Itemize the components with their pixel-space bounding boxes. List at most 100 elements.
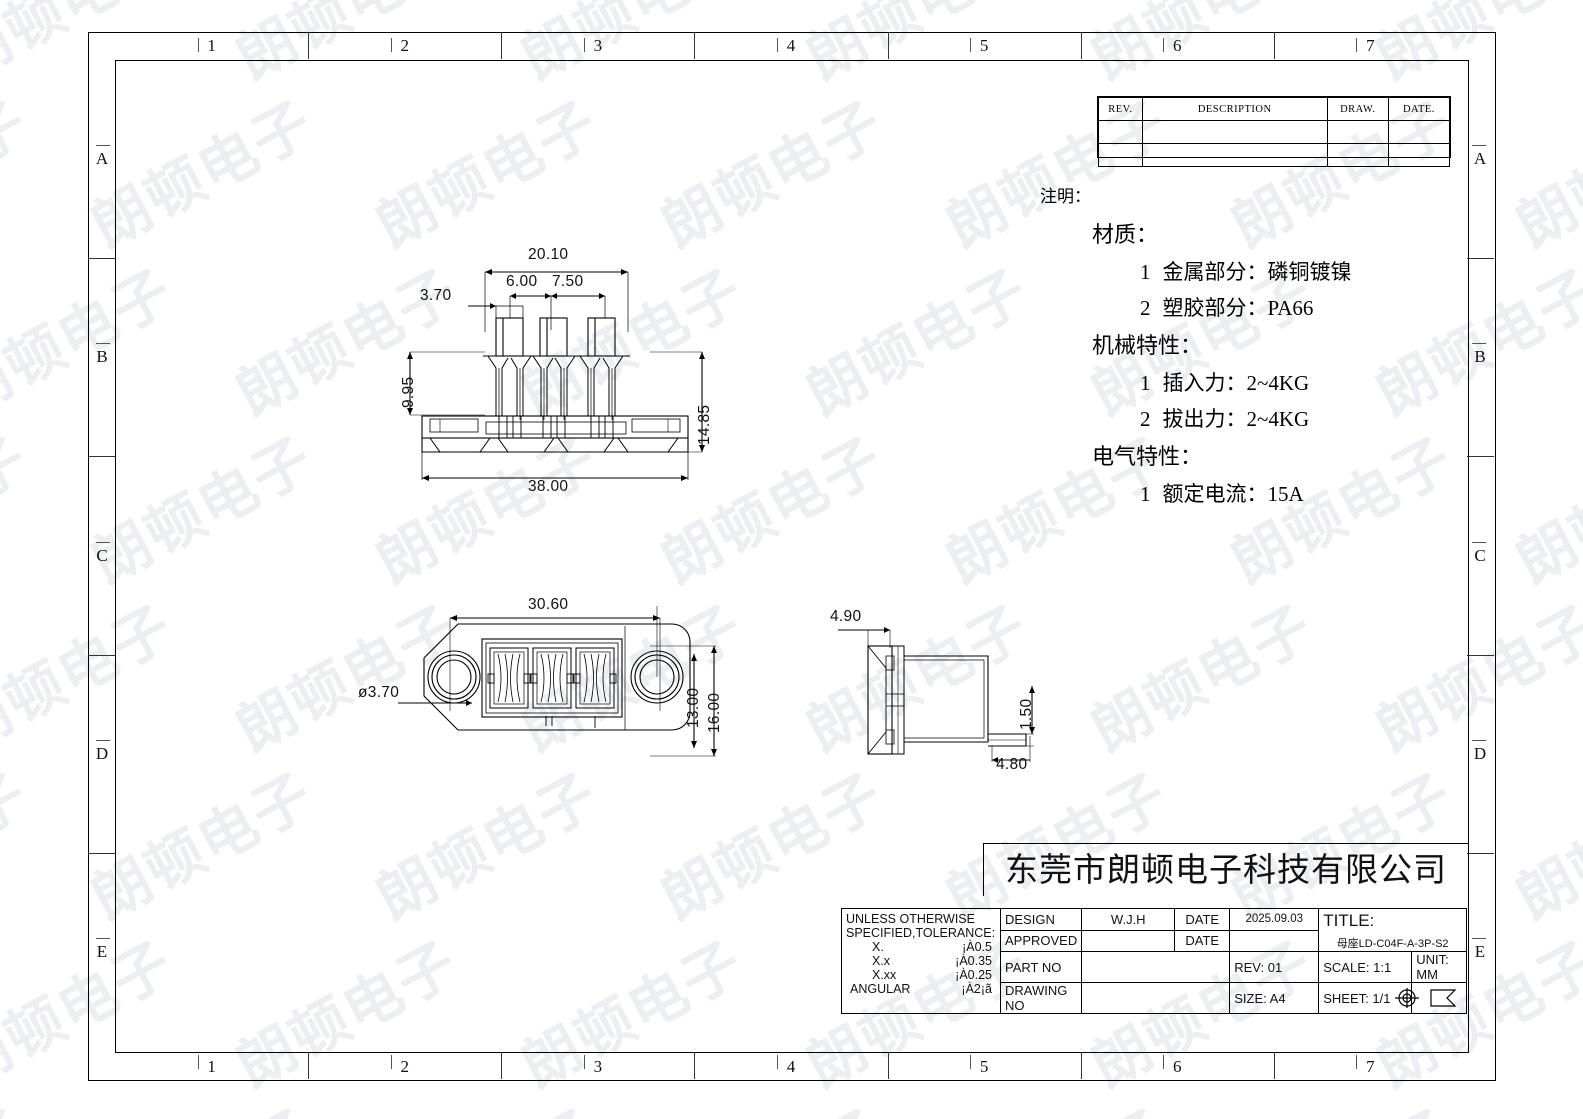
row-label-left-D: D (95, 743, 109, 763)
zone-label-top-3: 3 (593, 36, 603, 55)
title-block-row-3: PART NO REV: 01 SCALE: 1:1 UNIT: MM (842, 951, 1467, 983)
row-divider-right (1467, 852, 1494, 854)
zone-label-bottom-3: 3 (593, 1057, 603, 1076)
front-view: 20.10 6.00 7.50 3.70 9.95 14.85 38.00 (400, 240, 730, 500)
approved-label: APPROVED (999, 929, 1083, 952)
sheet-outer-border (88, 32, 1496, 1081)
zone-tick-bottom (390, 1055, 392, 1069)
zone-tick-bottom (970, 1055, 972, 1069)
row-label-right-C: C (1474, 545, 1486, 565)
notes-item-text: 拔出力：2~4KG (1162, 407, 1310, 431)
zone-divider-bottom (308, 1052, 310, 1079)
revision-cell (1326, 143, 1389, 167)
row-label-right-D: D (1473, 743, 1487, 763)
revision-cell (1326, 120, 1389, 144)
notes-item-text: 插入力：2~4KG (1162, 371, 1310, 395)
zone-divider-top (1080, 32, 1082, 59)
row-label-right-E: E (1474, 941, 1486, 961)
row-tick-right (1472, 937, 1486, 939)
zone-divider-bottom (1080, 1052, 1082, 1079)
row-divider-right (1467, 456, 1494, 458)
plan-dim-body-width: 13.00 (685, 687, 702, 728)
tolerance-row: X.x ¡À0.35 (846, 954, 996, 968)
projection-cell (1395, 982, 1467, 1014)
unit-value: UNIT: MM (1411, 951, 1467, 983)
row-label-left-A: A (95, 149, 109, 169)
row-tick-left (96, 739, 110, 741)
side-dim-tail-height: 1.50 (1018, 698, 1035, 730)
zone-tick-top (390, 38, 392, 52)
side-view: 4.90 1.50 4.80 (820, 608, 1080, 773)
zone-label-bottom-2: 2 (400, 1057, 409, 1076)
tolerance-label: ANGULAR (850, 982, 911, 996)
part-no-label: PART NO (999, 951, 1083, 983)
zone-label-bottom-4: 4 (786, 1057, 796, 1076)
tolerance-value: ¡À0.35 (955, 954, 992, 968)
row-divider-left (88, 258, 115, 260)
design-value: W.J.H (1081, 908, 1176, 931)
zone-label-top-5: 5 (979, 36, 989, 55)
zone-tick-top (197, 38, 199, 52)
design-date-value: 2025.09.03 (1229, 908, 1320, 931)
zone-label-top-2: 2 (400, 36, 409, 55)
zone-tick-top (1163, 38, 1165, 52)
approved-date-value (1229, 929, 1320, 952)
row-label-left-E: E (96, 941, 108, 961)
revision-table: REV. DESCRIPTION DRAW. DATE. (1097, 96, 1451, 167)
row-label-left-C: C (96, 545, 108, 565)
title-label: TITLE: (1323, 911, 1375, 930)
approved-date-label: DATE (1174, 929, 1231, 952)
table-row (1098, 120, 1451, 144)
notes-section-title: 电气特性： (1092, 444, 1203, 469)
row-label-right-B: B (1474, 347, 1486, 367)
revision-header-description: DESCRIPTION (1141, 97, 1328, 121)
notes-item-text: 额定电流：15A (1162, 482, 1304, 506)
plan-view: 30.60 13.00 16.00 ø3.70 (358, 596, 723, 771)
revision-header-rev: REV. (1098, 97, 1143, 121)
size-value: SIZE: A4 (1229, 982, 1320, 1014)
scale-value: SCALE: 1:1 (1318, 951, 1413, 983)
notes-item-number: 2 (1140, 407, 1151, 431)
side-dim-tail-length: 4.80 (996, 756, 1028, 773)
front-dim-pitch-2: 7.50 (552, 273, 584, 290)
zone-label-bottom-1: 1 (207, 1057, 216, 1076)
zone-label-top-7: 7 (1366, 36, 1375, 55)
notes-item: 1 额定电流：15A (1140, 478, 1470, 508)
zone-tick-top (1356, 38, 1358, 52)
row-divider-left (88, 654, 115, 656)
row-label-right-A: A (1473, 149, 1487, 169)
notes-item: 2 塑胶部分：PA66 (1140, 292, 1470, 322)
company-name-banner: 东莞市朗顿电子科技有限公司 (983, 843, 1469, 896)
row-tick-left (96, 937, 110, 939)
notes-item-number: 1 (1140, 482, 1151, 506)
zone-tick-bottom (1356, 1055, 1358, 1069)
front-dim-body-height: 9.95 (400, 376, 417, 408)
design-date-label: DATE (1174, 908, 1231, 931)
notes-item: 2 拔出力：2~4KG (1140, 403, 1470, 433)
row-tick-left (96, 343, 110, 345)
part-no-value (1081, 951, 1231, 983)
row-divider-left (88, 456, 115, 458)
tolerance-row: X.xx ¡À0.25 (846, 968, 996, 982)
title-value: 母座LD-C04F-A-3P-S2 (1336, 938, 1449, 950)
drawing-no-label: DRAWING NO (999, 982, 1083, 1014)
design-label: DESIGN (999, 908, 1083, 931)
first-angle-projection-icon (1395, 988, 1457, 1008)
zone-divider-top (308, 32, 310, 59)
revision-cell (1098, 143, 1143, 167)
row-label-left-B: B (96, 347, 108, 367)
tolerance-value: ¡À0.5 (962, 940, 992, 954)
row-divider-left (88, 852, 115, 854)
revision-cell (1141, 120, 1328, 144)
notes-item-text: 塑胶部分：PA66 (1162, 296, 1314, 320)
title-block-row-1: UNLESS OTHERWISE SPECIFIED,TOLERANCE: X.… (841, 908, 1467, 1014)
row-tick-left (96, 541, 110, 543)
zone-tick-top (970, 38, 972, 52)
approved-value (1081, 929, 1176, 952)
zone-tick-bottom (777, 1055, 778, 1069)
tolerance-label: X. (872, 940, 884, 954)
notes-item-number: 2 (1140, 296, 1151, 320)
notes-heading: 注明： (1040, 187, 1091, 206)
